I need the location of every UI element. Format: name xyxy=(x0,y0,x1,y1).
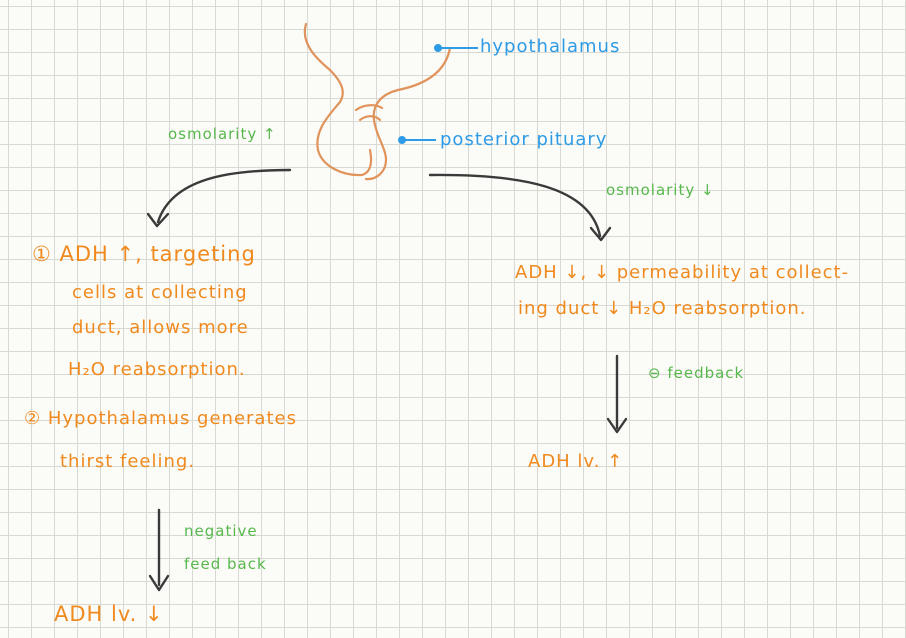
left-feedback-line2: feed back xyxy=(184,555,267,573)
arrow-to-left-branch xyxy=(156,168,292,224)
left-point2-line1: ② Hypothalamus generates xyxy=(24,408,297,429)
arrow-head-left-feedback xyxy=(148,574,170,592)
arrow-head-right-feedback xyxy=(606,417,628,434)
flow-arrows xyxy=(146,168,628,592)
right-line1: ADH ↓, ↓ permeability at collect- xyxy=(515,262,850,283)
arrow-head-right-branch xyxy=(589,226,612,242)
left-point1-line3: duct, allows more xyxy=(72,317,249,338)
left-point1-line4: H₂O reabsorption. xyxy=(68,359,246,380)
right-result: ADH lv. ↑ xyxy=(528,451,624,472)
arrow-to-right-branch xyxy=(428,173,602,238)
posterior-pituitary-label: posterior pituary xyxy=(440,129,608,150)
left-point2-line2: thirst feeling. xyxy=(60,451,196,472)
right-feedback-label: ⊖ feedback xyxy=(648,364,745,382)
left-condition-label: osmolarity ↑ xyxy=(168,125,277,143)
right-condition-label: osmolarity ↓ xyxy=(606,181,715,199)
pituitary-gland-drawing xyxy=(303,22,452,181)
left-point1-line2: cells at collecting xyxy=(72,282,248,303)
left-feedback-line1: negative xyxy=(184,522,258,540)
hypothalamus-label: hypothalamus xyxy=(480,36,621,57)
arrow-head-left-branch xyxy=(146,212,170,228)
label-pointers xyxy=(398,44,478,144)
left-point1-line1: ① ADH ↑, targeting xyxy=(32,242,256,266)
right-line2: ing duct ↓ H₂O reabsorption. xyxy=(518,298,807,319)
left-result: ADH lv. ↓ xyxy=(54,602,164,626)
pituitary-pointer-dot xyxy=(398,136,406,144)
hypothalamus-pointer-dot xyxy=(434,44,442,52)
